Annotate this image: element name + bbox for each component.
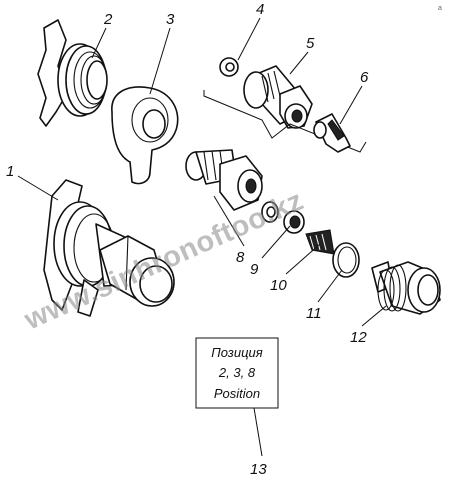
- part-9-washers: [261, 201, 305, 234]
- part-1-valve-body: [43, 179, 175, 317]
- callout-13: 13: [250, 461, 267, 478]
- note-line-3: Position: [214, 386, 260, 401]
- callout-5: 5: [306, 35, 315, 52]
- group-bracket: [203, 90, 367, 153]
- part-6-valve: [313, 113, 351, 153]
- note-line-1: Позиция: [211, 345, 262, 360]
- callout-9: 9: [250, 261, 259, 278]
- part-12-plug: [371, 261, 441, 315]
- callout-8: 8: [236, 249, 245, 266]
- callout-12: 12: [350, 329, 367, 346]
- callout-4: 4: [256, 1, 264, 18]
- part-5-union-nut: [243, 65, 313, 129]
- callout-3: 3: [166, 11, 175, 28]
- part-2-bracket-fitting: [37, 19, 108, 127]
- callout-10: 10: [270, 277, 287, 294]
- part-4-washer: [219, 57, 239, 77]
- callout-11: 11: [306, 305, 322, 322]
- corner-mark: a: [438, 5, 442, 12]
- leader-lines: [17, 17, 387, 457]
- callout-6: 6: [360, 69, 369, 86]
- note-box: Позиция 2, 3, 8 Position: [195, 337, 279, 409]
- part-3-tab-washer: [111, 86, 179, 185]
- part-10-spring: [305, 229, 335, 255]
- part-11-gasket: [332, 242, 360, 278]
- callout-2: 2: [103, 11, 113, 28]
- note-line-2: 2, 3, 8: [218, 365, 256, 380]
- callout-1: 1: [6, 163, 14, 180]
- part-8-fitting: [185, 149, 263, 211]
